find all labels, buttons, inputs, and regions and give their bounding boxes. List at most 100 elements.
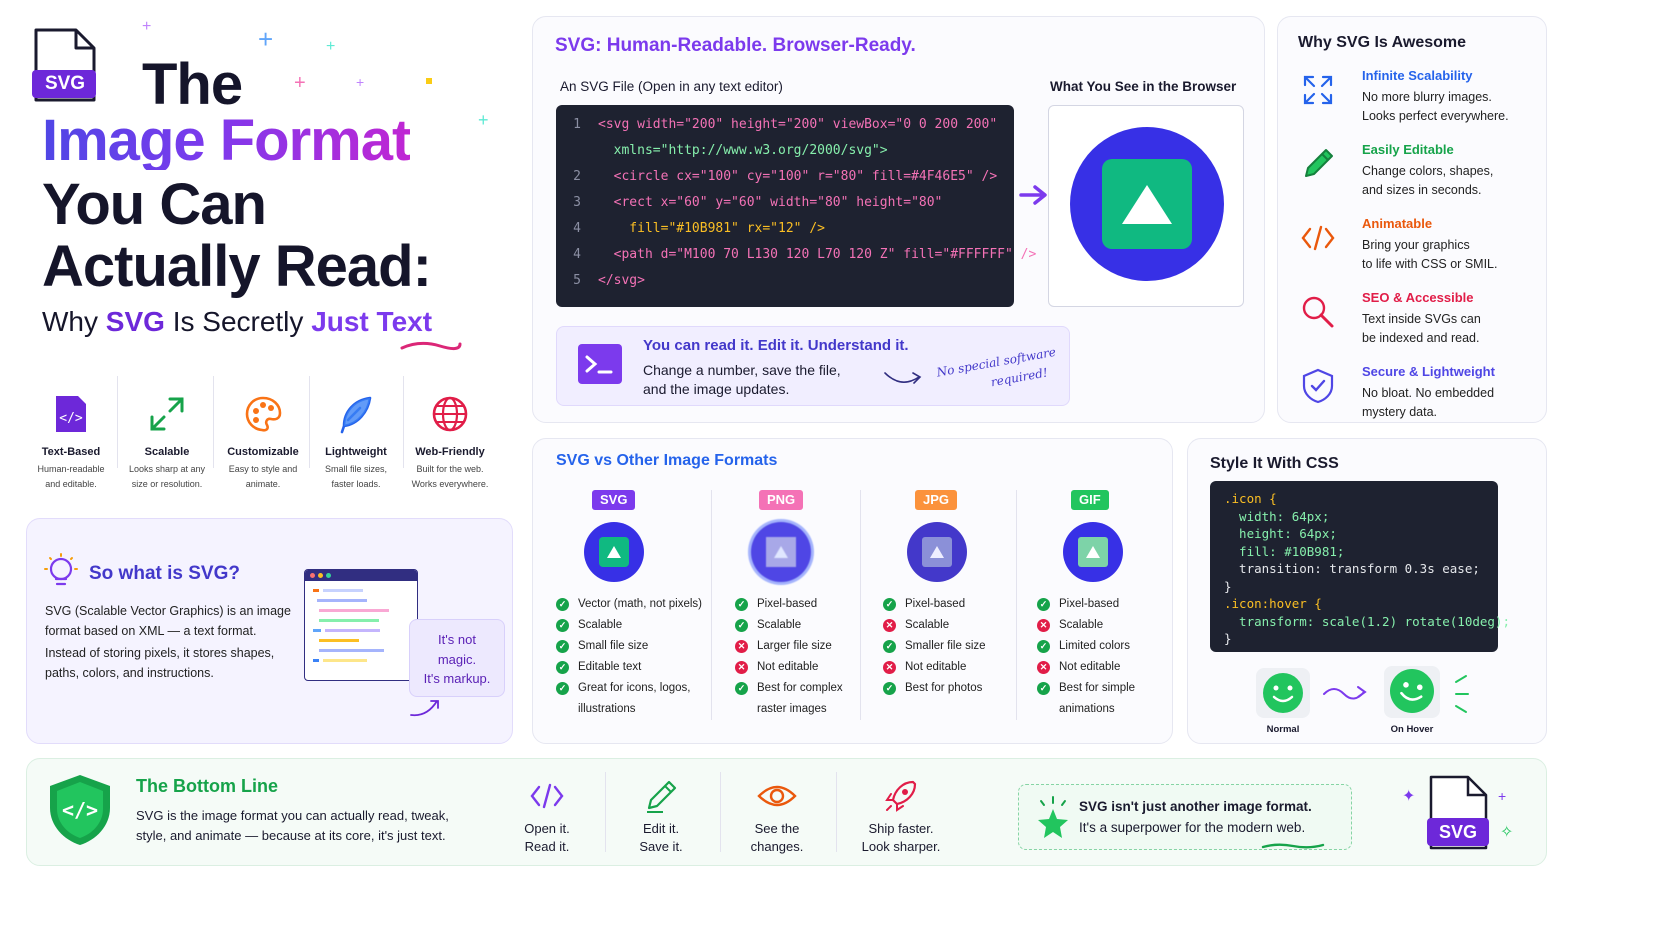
css-line: width: 64px; bbox=[1224, 509, 1330, 524]
check-icon: ✓ bbox=[883, 598, 896, 611]
what-is-p1: SVG (Scalable Vector Graphics) is an ima… bbox=[45, 604, 291, 638]
divider bbox=[720, 772, 721, 852]
feature-desc: faster loads. bbox=[331, 479, 381, 489]
why-item-desc: to life with CSS or SMIL. bbox=[1362, 257, 1498, 271]
feature-lightweight: Lightweight Small file sizes,faster load… bbox=[307, 392, 405, 492]
why-item-title: Easily Editable bbox=[1362, 142, 1454, 157]
feature-desc: and editable. bbox=[45, 479, 97, 489]
bottom-badge: SVG bbox=[1438, 822, 1477, 842]
bottom-step-open: Open it.Read it. bbox=[492, 778, 602, 856]
format-features: ✓Pixel-based✓Scalable✕Larger file size✕N… bbox=[735, 594, 843, 720]
format-feature-text: Scalable bbox=[757, 619, 802, 631]
divider bbox=[213, 376, 214, 468]
pencil-icon bbox=[647, 780, 677, 813]
why-item-desc: mystery data. bbox=[1362, 405, 1438, 419]
pencil-icon bbox=[1305, 149, 1333, 177]
feature-desc: Easy to style and bbox=[228, 464, 298, 474]
divider bbox=[309, 376, 310, 468]
format-badge: PNG bbox=[759, 490, 804, 510]
shield-check-icon bbox=[1302, 368, 1334, 404]
why-item-title: Animatable bbox=[1362, 216, 1433, 231]
format-graphic bbox=[907, 522, 967, 582]
css-code-block[interactable]: .icon { width: 64px; height: 64px; fill:… bbox=[1210, 481, 1510, 652]
eye-icon bbox=[757, 785, 797, 807]
check-icon: ✓ bbox=[735, 598, 748, 611]
format-feature-item: ✕ Not editable bbox=[883, 657, 986, 678]
svg-file-icon bbox=[1427, 775, 1489, 850]
format-feature-item: illustrations bbox=[556, 699, 702, 720]
format-feature-item: ✓Great for icons, logos, bbox=[556, 678, 702, 699]
compare-title: SVG vs Other Image Formats bbox=[556, 452, 778, 469]
css-line: .icon { bbox=[1224, 491, 1277, 506]
step-line: changes. bbox=[750, 839, 804, 854]
format-feature-text: Scalable bbox=[578, 619, 623, 631]
css-line: height: 64px; bbox=[1224, 526, 1337, 541]
format-feature-text: raster images bbox=[757, 703, 827, 715]
cross-icon: ✕ bbox=[735, 661, 748, 674]
feature-desc: Human-readable bbox=[37, 464, 105, 474]
css-line: transition: transform 0.3s ease; bbox=[1224, 561, 1480, 576]
star-icon bbox=[1038, 796, 1068, 838]
format-feature-item: ✕Larger file size bbox=[735, 636, 843, 657]
feature-title: Text-Based bbox=[41, 446, 101, 458]
cross-icon: ✕ bbox=[883, 661, 896, 674]
css-line: fill: #10B981; bbox=[1224, 544, 1345, 559]
markup-note-line: magic. bbox=[437, 651, 477, 667]
format-feature-text: Not editable bbox=[905, 661, 967, 673]
underline-squiggle-icon bbox=[1261, 843, 1325, 849]
divider bbox=[711, 490, 712, 720]
check-icon: ✓ bbox=[883, 682, 896, 695]
format-feature-item: ✓Pixel-based bbox=[883, 594, 986, 615]
code-line: 1<svg width="200" height="200" viewBox="… bbox=[573, 117, 998, 132]
format-feature-item: ✓Vector (math, not pixels) bbox=[556, 594, 702, 615]
format-graphic bbox=[584, 522, 644, 582]
format-feature-text: Scalable bbox=[905, 619, 950, 631]
format-feature-item: ✓Scalable bbox=[556, 615, 702, 636]
what-is-title: So what is SVG? bbox=[89, 563, 240, 584]
svg-file-label: An SVG File (Open in any text editor) bbox=[560, 79, 783, 94]
cross-icon: ✕ bbox=[1037, 619, 1050, 632]
format-features: ✓Vector (math, not pixels)✓Scalable✓Smal… bbox=[556, 594, 702, 720]
format-feature-text: Limited colors bbox=[1059, 640, 1130, 652]
check-icon: ✓ bbox=[735, 619, 748, 632]
format-feature-text: Best for simple bbox=[1059, 682, 1136, 694]
svg-file-icon bbox=[32, 28, 96, 102]
format-feature-item: ✕Scalable bbox=[1037, 615, 1135, 636]
format-feature-item: ✓Smaller file size bbox=[883, 636, 986, 657]
hover-state-tile[interactable] bbox=[1384, 666, 1440, 718]
format-feature-item: animations bbox=[1037, 699, 1135, 720]
sparkle-icon: + bbox=[326, 38, 336, 55]
format-feature-text: Not editable bbox=[1059, 661, 1121, 673]
format-feature-text: animations bbox=[1059, 703, 1115, 715]
quote-line: SVG isn't just another image format. bbox=[1079, 799, 1312, 814]
sparkle-icon: + bbox=[478, 110, 489, 130]
shield-code-icon: </> bbox=[50, 775, 110, 845]
format-feature-item: ✓Best for simple bbox=[1037, 678, 1135, 699]
format-feature-text: Vector (math, not pixels) bbox=[578, 598, 702, 610]
check-icon: ✓ bbox=[735, 682, 748, 695]
divider bbox=[605, 772, 606, 852]
code-editor[interactable]: 1<svg width="200" height="200" viewBox="… bbox=[556, 105, 1036, 307]
format-feature-text: Not editable bbox=[757, 661, 819, 673]
expand-icon bbox=[150, 397, 184, 431]
lightbulb-icon bbox=[44, 553, 78, 586]
format-feature-item: ✕ Not editable bbox=[735, 657, 843, 678]
smiley-icon bbox=[1390, 669, 1434, 713]
why-item-title: Infinite Scalability bbox=[1362, 68, 1473, 83]
code-line: 4 fill="#10B981" rx="12" /> bbox=[573, 221, 825, 236]
hero-title-line1: The bbox=[142, 52, 243, 117]
browser-label: What You See in the Browser bbox=[1050, 79, 1237, 94]
bottom-body-line: SVG is the image format you can actually… bbox=[136, 808, 449, 823]
format-feature-item: ✓Limited colors bbox=[1037, 636, 1135, 657]
why-item-desc: No bloat. No embedded bbox=[1362, 386, 1495, 400]
code-line: 2 <circle cx="100" cy="100" r="80" fill=… bbox=[573, 169, 998, 184]
check-icon: ✓ bbox=[1037, 598, 1050, 611]
hero-sub-why: Why bbox=[42, 306, 98, 337]
code-line: 3 <rect x="60" y="60" width="80" height=… bbox=[573, 195, 943, 210]
divider bbox=[117, 376, 118, 468]
hero-subtitle: Why SVG Is Secretly Just Text bbox=[42, 306, 432, 338]
hero-title-line3: You Can bbox=[42, 172, 267, 237]
format-feature-item: ✓Pixel-based bbox=[1037, 594, 1135, 615]
